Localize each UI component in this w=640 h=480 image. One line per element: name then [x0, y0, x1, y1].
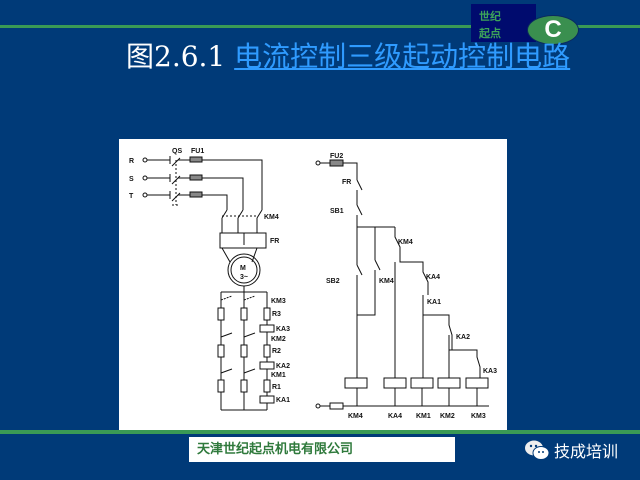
label-motor-3: 3~	[240, 274, 248, 281]
coil-label-km4: KM4	[348, 413, 363, 420]
label-km4-main: KM4	[264, 214, 279, 221]
label-km3-main: KM3	[271, 298, 286, 305]
label-ka3-contact: KA3	[483, 368, 497, 375]
wechat-icon	[525, 440, 550, 460]
label-km4-contact: KM4	[398, 239, 413, 246]
control-circuit	[315, 159, 489, 410]
main-circuit	[142, 156, 275, 411]
logo-line1: 世纪	[479, 10, 501, 23]
label-sb2: SB2	[326, 278, 340, 285]
label-s: S	[129, 176, 134, 183]
label-sb1: SB1	[330, 208, 344, 215]
logo-badge: C	[527, 15, 579, 45]
label-km1-main: KM1	[271, 372, 286, 379]
label-r2: R2	[272, 348, 281, 355]
label-r1: R1	[272, 384, 281, 391]
label-ka3-coil: KA3	[276, 326, 290, 333]
company-name: 天津世纪起点机电有限公司	[189, 437, 455, 462]
label-qs: QS	[172, 148, 182, 155]
label-fu1: FU1	[191, 148, 204, 155]
label-km4-hold: KM4	[379, 278, 394, 285]
coil-label-km3: KM3	[471, 413, 486, 420]
label-t: T	[129, 193, 134, 200]
label-ka4-contact: KA4	[426, 274, 440, 281]
coil-label-km2: KM2	[440, 413, 455, 420]
wechat-account: 技成培训	[524, 438, 618, 462]
label-motor-m: M	[240, 265, 246, 272]
label-fr-ctrl: FR	[342, 179, 351, 186]
label-r3: R3	[272, 311, 281, 318]
label-km2-main: KM2	[271, 336, 286, 343]
label-ka2-contact: KA2	[456, 334, 470, 341]
diagram-labels: R S T QS FU1 KM4 FR M 3~ KM3 R3 KA3 KM2 …	[129, 148, 497, 420]
coil-label-ka4: KA4	[388, 413, 402, 420]
title-link[interactable]: 电流控制三级起动控制电路	[234, 40, 571, 73]
label-fr-main: FR	[270, 238, 279, 245]
figure-number: 图2.6.1	[126, 40, 235, 73]
logo: 世纪 起点	[471, 4, 536, 42]
bottom-divider	[0, 430, 640, 434]
label-ka2-coil: KA2	[276, 363, 290, 370]
logo-line2: 起点	[479, 27, 501, 40]
page-title: 图2.6.1 电流控制三级起动控制电路	[126, 38, 606, 76]
wechat-name: 技成培训	[554, 442, 619, 461]
label-fu2: FU2	[330, 153, 343, 160]
top-divider	[0, 25, 640, 28]
label-ka1-contact: KA1	[427, 299, 441, 306]
label-ka1-coil: KA1	[276, 397, 290, 404]
label-r: R	[129, 158, 134, 165]
coil-label-km1: KM1	[416, 413, 431, 420]
